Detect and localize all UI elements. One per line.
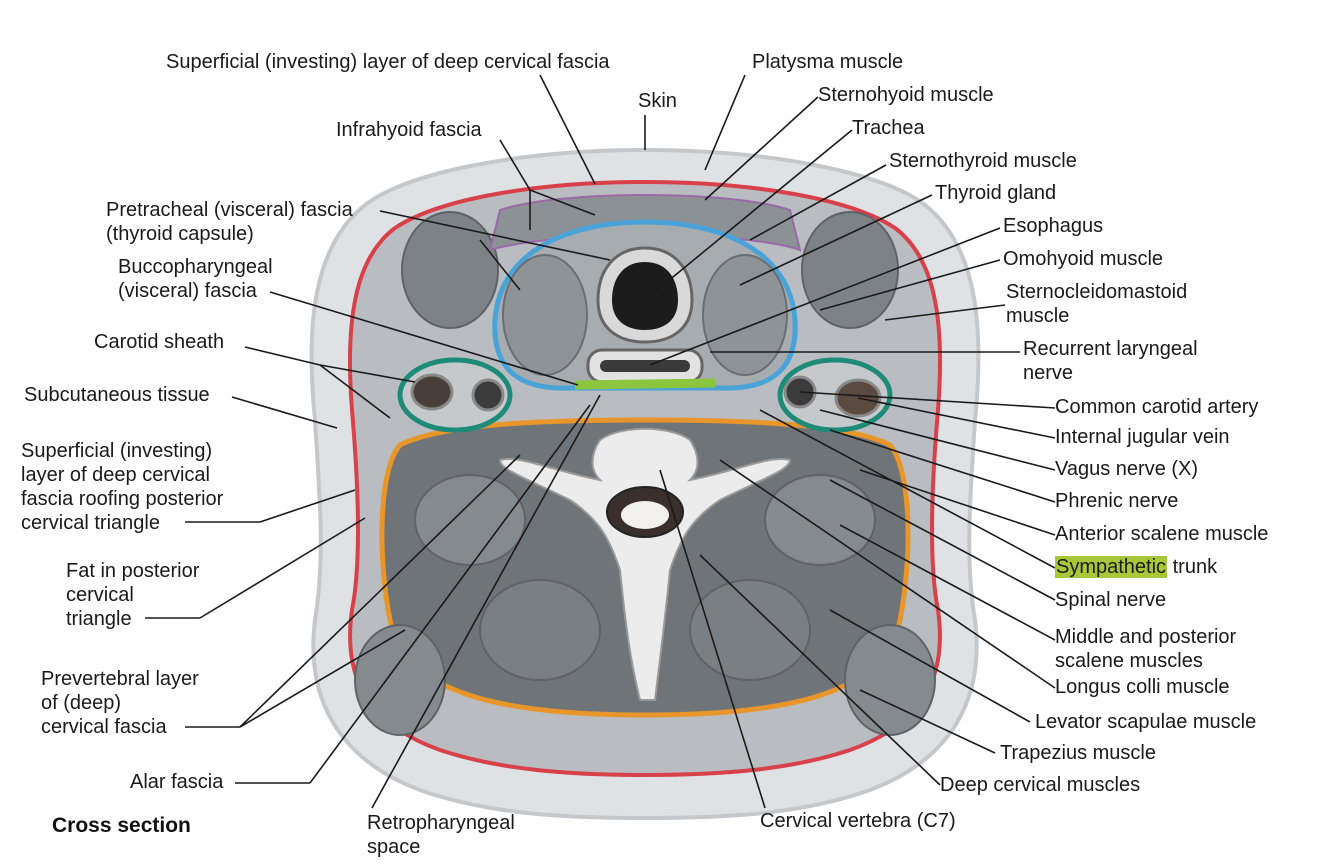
sympathetic-rest: trunk [1167,556,1217,578]
label-longus-colli: Longus colli muscle [1055,676,1230,699]
caption: Cross section [52,814,191,838]
label-trachea: Trachea [852,117,925,140]
esophagus-lumen [600,360,690,372]
label-vagus: Vagus nerve (X) [1055,458,1198,481]
scm-left [402,212,498,328]
label-thyroid-gland: Thyroid gland [935,182,1056,205]
deep-muscle-3 [480,580,600,680]
thyroid-left [503,255,587,375]
label-pretracheal-2: (thyroid capsule) [106,223,254,246]
deep-muscle-4 [690,580,810,680]
label-skin: Skin [638,90,677,113]
label-levator-scapulae: Levator scapulae muscle [1035,711,1256,734]
label-omohyoid: Omohyoid muscle [1003,248,1163,271]
label-recurrent-1: Recurrent laryngeal [1023,338,1198,361]
label-fat-posterior-1: Fat in posterior [66,560,199,583]
label-buccopharyngeal-2: (visceral) fascia [118,280,257,303]
label-subcutaneous: Subcutaneous tissue [24,384,210,407]
label-retropharyngeal-1: Retropharyngeal [367,812,515,835]
label-trapezius: Trapezius muscle [1000,742,1156,765]
sympathetic-highlight: Sympathetic [1055,556,1167,578]
label-cervical-vertebra: Cervical vertebra (C7) [760,810,956,833]
label-buccopharyngeal-1: Buccopharyngeal [118,256,273,279]
buccopharyngeal-fascia [575,383,715,385]
label-retropharyngeal-2: space [367,836,420,859]
label-spinal-nerve: Spinal nerve [1055,589,1166,612]
label-scm-1: Sternocleidomastoid [1006,281,1187,304]
jugular-vein-left [412,375,452,409]
label-deep-cervical-muscles: Deep cervical muscles [940,774,1140,797]
label-sternohyoid: Sternohyoid muscle [818,84,994,107]
label-phrenic: Phrenic nerve [1055,490,1178,513]
label-pretracheal-1: Pretracheal (visceral) fascia [106,199,353,222]
deep-muscle-2 [765,475,875,565]
label-anterior-scalene: Anterior scalene muscle [1055,523,1268,546]
trachea-lumen [612,262,678,330]
label-recurrent-2: nerve [1023,362,1073,385]
scm-right [802,212,898,328]
label-infrahyoid: Infrahyoid fascia [336,119,482,142]
label-sternothyroid: Sternothyroid muscle [889,150,1077,173]
spinal-cord-inner [621,501,669,529]
carotid-artery-left [473,380,503,410]
label-sup-roof-3: fascia roofing posterior [21,488,223,511]
label-fat-posterior-3: triangle [66,608,132,631]
label-platysma: Platysma muscle [752,51,903,74]
label-internal-jugular: Internal jugular vein [1055,426,1230,449]
label-esophagus: Esophagus [1003,215,1103,238]
label-mid-post-scalene-2: scalene muscles [1055,650,1203,673]
label-mid-post-scalene-1: Middle and posterior [1055,626,1236,649]
label-sympathetic-trunk: Sympathetic trunk [1055,556,1217,579]
label-carotid-sheath: Carotid sheath [94,331,224,354]
label-prevertebral-3: cervical fascia [41,716,167,739]
label-fat-posterior-2: cervical [66,584,134,607]
label-sup-roof-2: layer of deep cervical [21,464,210,487]
label-sup-roof-1: Superficial (investing) [21,440,212,463]
label-alar-fascia: Alar fascia [130,771,223,794]
label-prevertebral-2: of (deep) [41,692,121,715]
trapezius-left [355,625,445,735]
label-scm-2: muscle [1006,305,1069,328]
deep-muscle-1 [415,475,525,565]
label-prevertebral-1: Prevertebral layer [41,668,199,691]
label-common-carotid: Common carotid artery [1055,396,1258,419]
thyroid-right [703,255,787,375]
label-sup-roof-4: cervical triangle [21,512,160,535]
label-superficial-investing: Superficial (investing) layer of deep ce… [166,51,610,74]
